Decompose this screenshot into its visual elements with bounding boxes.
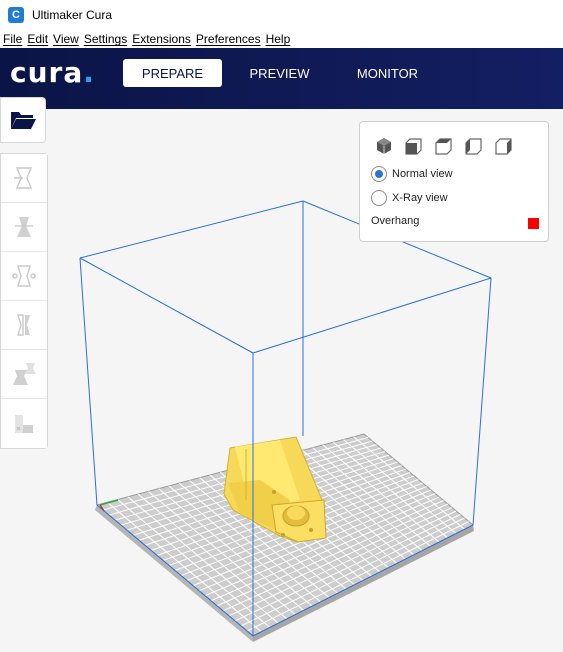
left-toolbar [0,97,48,449]
logo-dot: . [83,56,95,89]
camera-top-button[interactable] [434,136,454,156]
menu-extensions[interactable]: Extensions [132,32,191,46]
normal-view-radio[interactable] [371,166,387,182]
overhang-label: Overhang [371,215,420,227]
menu-bar: File Edit View Settings Extensions Prefe… [0,30,563,48]
grid-line [353,436,465,530]
grid-line [246,521,470,632]
camera-front-button[interactable] [404,136,424,156]
grid-line [198,493,436,592]
menu-edit[interactable]: Edit [27,32,49,46]
scale-tool-button[interactable] [1,203,47,252]
menu-file[interactable]: File [3,32,23,46]
view-options-panel: Normal view X-Ray view Overhang [359,121,549,242]
tab-preview[interactable]: PREVIEW [249,65,310,81]
move-tool-button[interactable] [1,154,47,203]
grid-line [343,439,457,534]
grid-line [240,517,465,627]
normal-view-label: Normal view [392,168,453,180]
printed-model[interactable] [223,436,327,543]
app-header: cura. PREPARE PREVIEW MONITOR [0,48,563,109]
grid-line [312,447,432,547]
top-view-icon [435,138,452,155]
right-view-icon [495,138,512,155]
mirror-tool-button[interactable] [1,301,47,350]
xray-view-radio[interactable] [371,190,387,206]
tab-monitor[interactable]: MONITOR [356,65,419,81]
rotate-icon [12,265,36,287]
grid-line [204,496,440,597]
grid-line [302,450,423,551]
front-view-icon [405,138,422,155]
mirror-icon [17,314,30,336]
camera-view-buttons [374,136,514,156]
per-model-settings-icon [13,363,36,385]
title-bar: C Ultimaker Cura [0,0,563,30]
camera-3d-button[interactable] [374,136,394,156]
rotate-tool-button[interactable] [1,252,47,301]
menu-help[interactable]: Help [265,32,291,46]
xray-view-label: X-Ray view [392,192,448,204]
support-blocker-icon [15,414,33,433]
grid-line [322,444,440,543]
menu-view[interactable]: View [53,32,79,46]
folder-open-icon [11,112,36,129]
grid-line [228,510,457,617]
normal-view-option[interactable]: Normal view [371,166,453,182]
grid-line [216,503,449,607]
build-volume-front [79,257,492,637]
tab-prepare[interactable]: PREPARE [123,59,222,87]
overhang-color-swatch [528,218,539,229]
cura-app-icon: C [8,7,24,23]
grid-line [222,507,453,612]
open-file-button[interactable] [0,97,46,143]
grid-line [332,441,448,539]
menu-settings[interactable]: Settings [83,32,128,46]
camera-left-button[interactable] [464,136,484,156]
per-model-settings-button[interactable] [1,350,47,399]
window-title: Ultimaker Cura [32,8,113,22]
logo-text: cura [10,56,84,89]
left-view-icon [465,138,482,155]
grid-line [234,514,461,622]
grid-line [291,452,415,556]
grid-line [210,500,444,602]
xray-view-option[interactable]: X-Ray view [371,190,448,206]
transform-tools [0,153,48,449]
scale-icon [15,217,33,237]
menu-preferences[interactable]: Preferences [195,32,261,46]
support-blocker-button[interactable] [1,399,47,448]
camera-right-button[interactable] [494,136,514,156]
cura-logo: cura. [10,56,95,89]
3d-view-icon [377,138,391,154]
move-icon [14,167,33,189]
viewport-3d[interactable] [0,109,563,652]
